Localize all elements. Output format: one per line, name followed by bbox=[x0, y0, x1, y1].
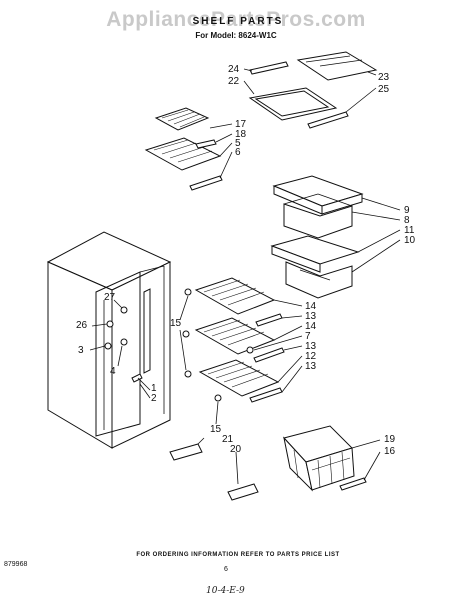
callout-27: 27 bbox=[104, 292, 116, 303]
shelf-support-26 bbox=[106, 320, 114, 328]
callout-14: 14 bbox=[305, 301, 317, 312]
shelf-support-4 bbox=[120, 338, 128, 346]
callout-13: 13 bbox=[305, 311, 317, 322]
handwritten-note: 10-4-E-9 bbox=[206, 586, 245, 596]
callout-13b: 13 bbox=[305, 341, 317, 352]
callout-1: 1 bbox=[151, 383, 157, 394]
ordering-note: FOR ORDERING INFORMATION REFER TO PARTS … bbox=[136, 552, 339, 558]
callout-15b: 15 bbox=[210, 424, 222, 435]
callout-20: 20 bbox=[230, 444, 242, 455]
model-subtitle: For Model: 8624-W1C bbox=[195, 31, 277, 40]
wire-shelf-assembly bbox=[182, 277, 285, 403]
callout-23: 23 bbox=[378, 72, 390, 83]
callout-15: 15 bbox=[170, 318, 182, 329]
diagram-title: SHELF PARTS bbox=[193, 16, 284, 27]
glass-shelf-assembly bbox=[248, 51, 378, 129]
callout-12: 12 bbox=[305, 351, 317, 362]
callout-14b: 14 bbox=[305, 321, 317, 332]
callout-2: 2 bbox=[151, 393, 157, 404]
upper-rack-assembly bbox=[144, 107, 223, 191]
callout-19: 19 bbox=[384, 434, 396, 445]
callout-labels: 24 22 23 25 17 18 5 6 9 8 11 10 27 26 3 … bbox=[76, 64, 416, 457]
callout-7: 7 bbox=[305, 331, 311, 342]
callout-3: 3 bbox=[78, 345, 84, 356]
shelf-stop-1 bbox=[131, 373, 143, 383]
shelf-support-3 bbox=[104, 342, 112, 350]
callout-9: 9 bbox=[404, 205, 410, 216]
callout-8: 8 bbox=[404, 215, 410, 226]
callout-5: 5 bbox=[235, 138, 241, 149]
callout-18: 18 bbox=[235, 129, 247, 140]
callout-25: 25 bbox=[378, 84, 390, 95]
callout-16: 16 bbox=[384, 446, 396, 457]
callout-17: 17 bbox=[235, 119, 247, 130]
refrigerator-cabinet bbox=[46, 231, 172, 449]
watermark: AppliancePartsPros.com bbox=[106, 8, 366, 31]
shelf-support-27 bbox=[120, 306, 128, 314]
callout-11: 11 bbox=[404, 225, 415, 236]
part-21 bbox=[169, 443, 203, 461]
door-basket-assembly bbox=[283, 425, 367, 492]
callout-24: 24 bbox=[228, 64, 240, 75]
document-code: 879968 bbox=[4, 561, 27, 568]
callout-21: 21 bbox=[222, 434, 234, 445]
callout-22: 22 bbox=[228, 76, 240, 87]
part-20 bbox=[227, 483, 259, 501]
page-number: 6 bbox=[224, 566, 228, 573]
callout-13c: 13 bbox=[305, 361, 317, 372]
callout-4: 4 bbox=[110, 366, 116, 377]
callout-6: 6 bbox=[235, 147, 241, 158]
crisper-drawer-assembly bbox=[270, 175, 364, 299]
callout-26: 26 bbox=[76, 320, 88, 331]
callout-10: 10 bbox=[404, 235, 416, 246]
